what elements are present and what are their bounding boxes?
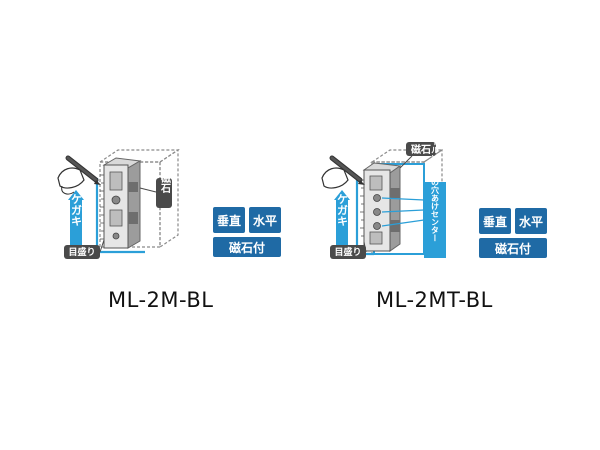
scale-ticks bbox=[360, 179, 364, 237]
horizontal-badge: 水平 bbox=[249, 207, 281, 233]
vertical-badge: 垂直 bbox=[479, 208, 511, 234]
scale-callout bbox=[330, 241, 367, 259]
scale-label: 目盛り bbox=[68, 246, 95, 258]
magnet-callout bbox=[399, 142, 436, 169]
level-illustration: ケガキ 磁石 ホールソー用の穴あけセンター 目盛り bbox=[321, 130, 446, 259]
hand-pencil-icon bbox=[321, 155, 365, 189]
scribe-arrow bbox=[68, 190, 84, 245]
vertical-badge: 垂直 bbox=[213, 207, 245, 233]
hole-center-callout bbox=[381, 182, 446, 258]
product-panel-ml-2m-bl: ケガキ 磁石 目盛り 垂直 水平 磁石付 ML-2M-BL bbox=[57, 148, 281, 312]
magnet-label: 磁石 bbox=[411, 143, 431, 156]
hole-center-label: ホールソー用の穴あけセンター bbox=[431, 130, 440, 242]
scale-label: 目盛り bbox=[334, 246, 361, 258]
horizontal-badge: 水平 bbox=[515, 208, 547, 234]
scribe-arrow bbox=[334, 190, 350, 245]
level-illustration: ケガキ 磁石 目盛り bbox=[57, 148, 180, 259]
magnet-attached-badge: 磁石付 bbox=[213, 237, 281, 257]
scribe-label: ケガキ bbox=[336, 193, 349, 226]
scribe-label: ケガキ bbox=[70, 193, 83, 226]
scale-callout bbox=[64, 239, 105, 259]
magnet-callout bbox=[139, 178, 172, 208]
model-name: ML-2MT-BL bbox=[376, 288, 493, 312]
magnetic-level-body bbox=[102, 157, 142, 249]
scale-ticks bbox=[100, 174, 104, 240]
hand-pencil-icon bbox=[57, 155, 101, 195]
magnet-attached-badge: 磁石付 bbox=[479, 238, 547, 258]
magnetic-level-body bbox=[362, 162, 402, 252]
model-name: ML-2M-BL bbox=[108, 288, 214, 312]
product-panel-ml-2mt-bl: ケガキ 磁石 ホールソー用の穴あけセンター 目盛り 垂直 水平 磁石 bbox=[300, 0, 600, 450]
magnet-label: 磁石 bbox=[159, 172, 172, 194]
